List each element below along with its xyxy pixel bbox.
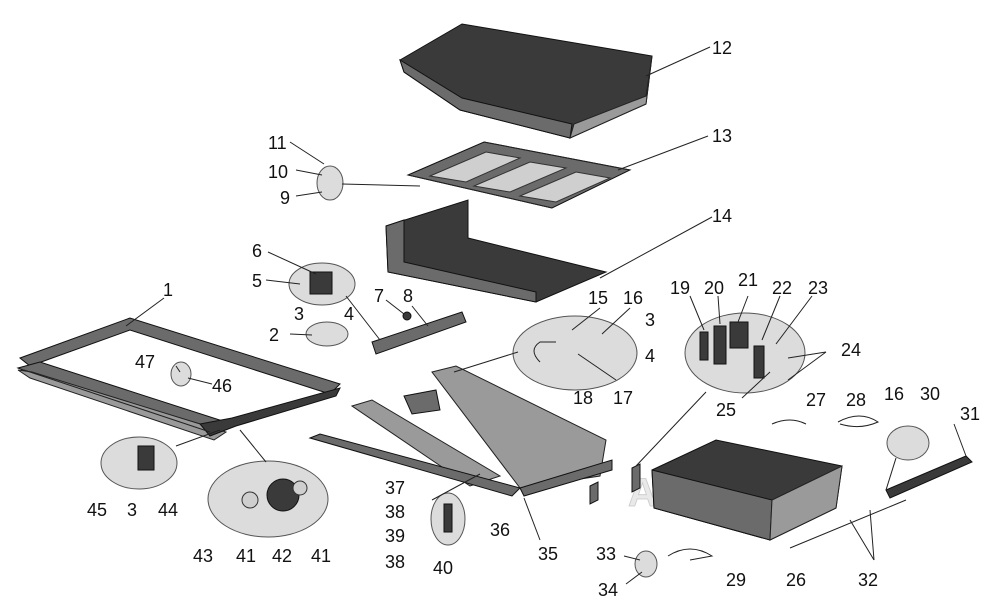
- label-16: 16: [623, 288, 643, 308]
- label-2: 2: [269, 325, 279, 345]
- label-39: 39: [385, 526, 405, 546]
- part-19: [699, 331, 709, 361]
- label-25: 25: [716, 400, 736, 420]
- detail-bubble-16-30: [886, 425, 930, 461]
- part-20: [713, 325, 727, 365]
- label-38: 38: [385, 502, 405, 522]
- label-28: 28: [846, 390, 866, 410]
- detail-bubble-2: [305, 321, 349, 347]
- part-6-block: [309, 271, 333, 295]
- detail-bubble-9-11: [316, 165, 344, 201]
- detail-bubble-46-47: [170, 361, 192, 387]
- part-27-hook: [771, 419, 807, 425]
- label-19: 19: [670, 278, 690, 298]
- label-13: 13: [712, 126, 732, 146]
- label-33: 33: [596, 544, 616, 564]
- label-9: 9: [280, 188, 290, 208]
- part-36-bracket: [443, 503, 453, 533]
- label-4b: 4: [645, 346, 655, 366]
- label-44: 44: [158, 500, 178, 520]
- callout-labels: 1 2 3 4 5 6 7 8 9 10 11 12 13 14 15 16 3…: [87, 38, 980, 600]
- part-41-washer: [241, 491, 259, 509]
- label-27: 27: [806, 390, 826, 410]
- label-16b: 16: [884, 384, 904, 404]
- label-37: 37: [385, 478, 405, 498]
- part-13-frame: [406, 141, 632, 209]
- part-1-base-frame: [16, 317, 341, 441]
- part-pin-a: [631, 463, 641, 493]
- detail-bubble-33-34: [634, 550, 658, 578]
- label-3: 3: [294, 304, 304, 324]
- part-29-hook: [667, 548, 714, 561]
- label-3c: 3: [127, 500, 137, 520]
- label-45: 45: [87, 500, 107, 520]
- label-8: 8: [403, 286, 413, 306]
- label-24: 24: [841, 340, 861, 360]
- label-34: 34: [598, 580, 618, 600]
- part-12-lid: [399, 23, 653, 139]
- part-14-tray: [385, 199, 608, 303]
- part-7-nut: [402, 311, 412, 321]
- label-40: 40: [433, 558, 453, 578]
- part-44: [137, 445, 155, 471]
- part-31-rod: [885, 455, 973, 499]
- label-5: 5: [252, 271, 262, 291]
- part-32-rods: [789, 499, 907, 549]
- label-11: 11: [268, 133, 287, 153]
- label-18: 18: [573, 388, 593, 408]
- part-41b-washer: [292, 480, 308, 496]
- label-20: 20: [704, 278, 724, 298]
- label-36: 36: [490, 520, 510, 540]
- label-12: 12: [712, 38, 732, 58]
- label-31: 31: [960, 404, 980, 424]
- leader-lines: [125, 46, 967, 585]
- label-41b: 41: [311, 546, 331, 566]
- part-21: [729, 321, 749, 349]
- label-4: 4: [344, 304, 354, 324]
- label-23: 23: [808, 278, 828, 298]
- label-22: 22: [772, 278, 792, 298]
- label-6: 6: [252, 241, 262, 261]
- part-pin-b: [589, 481, 599, 505]
- label-38b: 38: [385, 552, 405, 572]
- label-32: 32: [858, 570, 878, 590]
- label-10: 10: [268, 162, 288, 182]
- part-18-clamp: [533, 341, 556, 363]
- label-1: 1: [163, 280, 173, 300]
- label-14: 14: [712, 206, 732, 226]
- label-7: 7: [374, 286, 384, 306]
- label-17: 17: [613, 388, 633, 408]
- label-29: 29: [726, 570, 746, 590]
- part-28-clip: [837, 415, 880, 428]
- label-26: 26: [786, 570, 806, 590]
- part-22: [753, 345, 765, 379]
- label-47: 47: [135, 352, 155, 372]
- label-21: 21: [738, 270, 758, 290]
- label-30: 30: [920, 384, 940, 404]
- part-8-plate: [371, 311, 467, 355]
- label-41: 41: [236, 546, 256, 566]
- label-46: 46: [212, 376, 232, 396]
- label-35: 35: [538, 544, 558, 564]
- label-3b: 3: [645, 310, 655, 330]
- label-43: 43: [193, 546, 213, 566]
- label-15: 15: [588, 288, 608, 308]
- part-26-battery: [651, 439, 843, 541]
- label-42: 42: [272, 546, 292, 566]
- detail-bubble-15-18: [512, 315, 638, 391]
